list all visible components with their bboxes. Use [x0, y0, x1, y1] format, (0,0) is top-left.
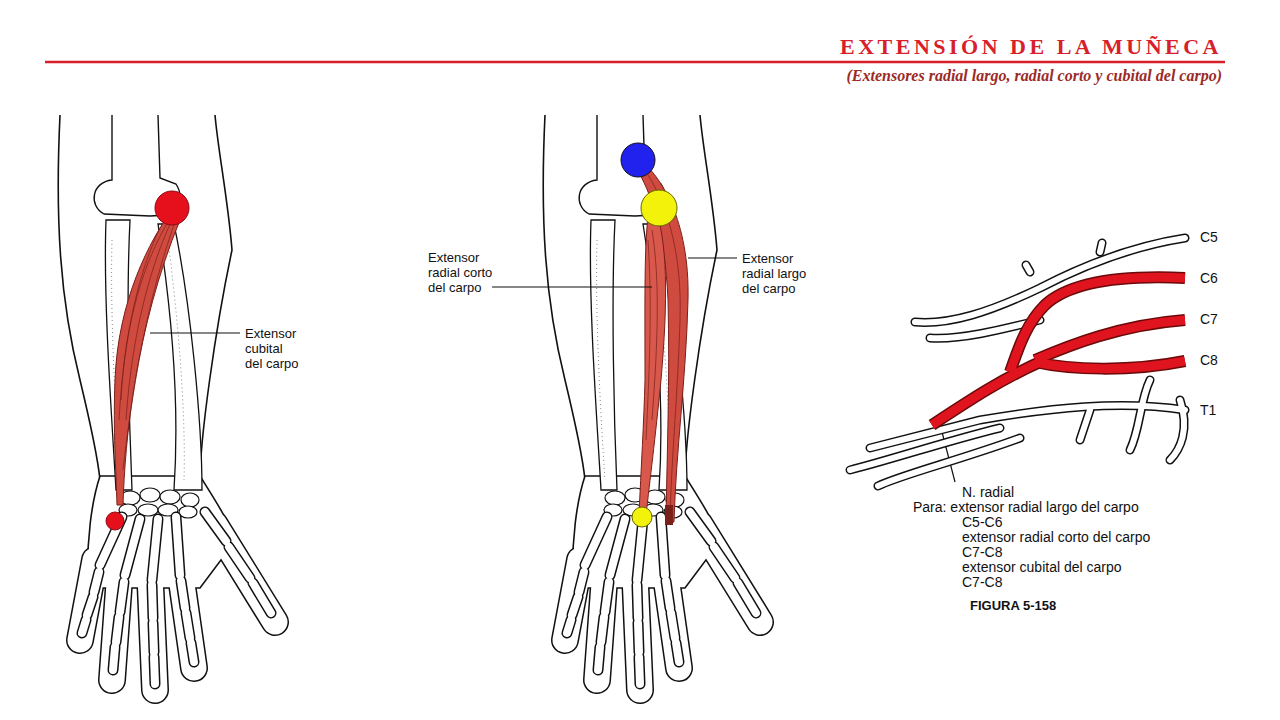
- insertion-dot: [106, 512, 124, 530]
- figure-number: FIGURA 5-158: [970, 598, 1056, 613]
- header-rule: [45, 61, 1225, 64]
- segment-label: C7-C8: [962, 545, 1002, 560]
- innervation-note: Para: extensor radial largo del carpo: [913, 500, 1139, 515]
- muscle-label: Extensor radial corto del carpo: [428, 250, 500, 295]
- insertion-dot: [632, 507, 652, 527]
- forearm-drawing: [543, 115, 760, 690]
- root-label: C7: [1200, 312, 1218, 327]
- root-label: T1: [1200, 403, 1216, 418]
- root-label: C5: [1200, 230, 1218, 245]
- muscle: [636, 160, 688, 525]
- leader-line: [150, 258, 955, 482]
- plexus-drawing: [850, 238, 1185, 486]
- innervation-note: extensor cubital del carpo: [962, 560, 1122, 575]
- nerve-label: N. radial: [962, 485, 1014, 500]
- innervation-note: extensor radial corto del carpo: [962, 530, 1150, 545]
- forearm-drawing: [58, 115, 275, 690]
- muscle: [114, 210, 180, 505]
- subtitle: (Extensores radial largo, radial corto y…: [846, 67, 1222, 85]
- segment-label: C5-C6: [962, 515, 1002, 530]
- root-label: C8: [1200, 353, 1218, 368]
- origin-dot: [641, 190, 677, 226]
- origin-dot: [621, 143, 655, 177]
- segment-label: C7-C8: [962, 575, 1002, 590]
- origin-dot: [155, 191, 189, 225]
- title: EXTENSIÓN DE LA MUÑECA: [840, 34, 1222, 60]
- muscle-label: Extensor radial largo del carpo: [742, 251, 814, 296]
- muscle-label: Extensor cubital del carpo: [245, 326, 303, 371]
- root-label: C6: [1200, 271, 1218, 286]
